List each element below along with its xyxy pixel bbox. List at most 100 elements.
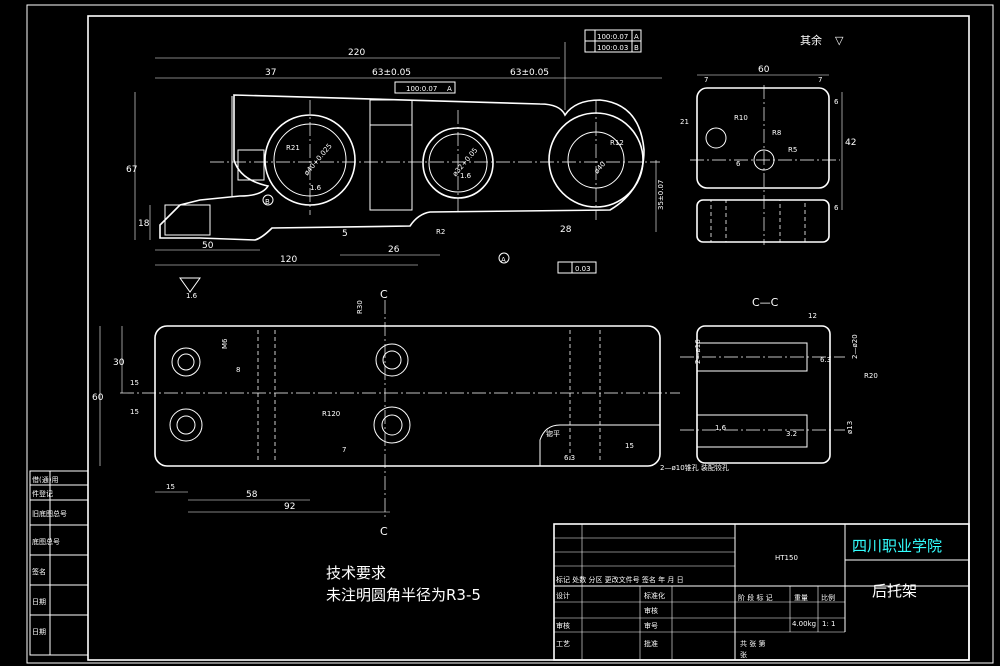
rough-63: 6.3 [564, 454, 575, 462]
dim-12: 12 [808, 312, 817, 320]
dim-15c: 15 [166, 483, 175, 491]
dim-37: 37 [265, 68, 276, 78]
dim-dia40b: ø40 [593, 160, 608, 175]
left-label-2: 旧底图总号 [32, 509, 67, 518]
header-row: 标记 处数 分区 更改文件号 签名 年 月 日 [556, 575, 684, 584]
side-bottom [696, 199, 830, 243]
tb-process: 工艺 [556, 640, 570, 648]
rough-2: 1.6 [460, 172, 472, 180]
dim-42: 42 [845, 138, 856, 148]
left-label-5: 日期 [32, 598, 46, 606]
inner-border [87, 15, 970, 661]
dim-58: 58 [246, 490, 258, 500]
sec-rough-32: 3.2 [786, 430, 797, 438]
dim-28: 28 [560, 225, 572, 235]
tech-line1: 未注明圆角半径为R3-5 [326, 586, 481, 604]
top-view: C C R30 M6 60 30 15 15 15 58 92 7 8 R120… [92, 288, 680, 538]
dim-67: 67 [126, 165, 137, 175]
top-hole-2 [169, 408, 203, 442]
dim-r2: R2 [436, 228, 445, 236]
title-block-frame [553, 523, 970, 661]
dim-63b: 63±0.05 [510, 68, 549, 78]
top-hole-3-inner [382, 350, 402, 370]
rough-3: 1.6 [186, 292, 198, 300]
tol-upper-a-ref: A [634, 33, 639, 41]
top-hole-1-inner [177, 353, 195, 371]
flatness-value: 0.03 [575, 265, 591, 273]
tol-upper-b-ref: B [634, 44, 639, 52]
top-outline [154, 325, 661, 467]
side-view: 60 7 7 21 42 6 6 R10 R8 R5 6 [680, 65, 856, 245]
top-step [539, 424, 660, 466]
tb-scale: 比例 [821, 593, 835, 602]
dim-6b: 6 [834, 204, 839, 212]
datum-b-marker [262, 194, 274, 206]
school-name: 四川职业学院 [852, 537, 942, 555]
left-label-0: 借(通)用 [32, 475, 58, 484]
dim-7a: 7 [704, 76, 708, 84]
sec-rough-63: 6.3 [820, 356, 831, 364]
datum-a-marker [498, 252, 510, 264]
dim-7: 7 [342, 446, 346, 454]
section-body [696, 325, 831, 464]
tb-approve: 批准 [644, 639, 658, 648]
tb-check: 审核 [556, 621, 570, 630]
body-outline [159, 94, 645, 241]
section-view: C—C 12 2—ø16 2—ø20 ø13 R20 6.3 1.6 3.2 2… [660, 296, 878, 472]
tb-standardize: 标准化 [644, 591, 665, 600]
tolerance-frames: 100:0.07 A 100:0.03 B 100:0.07 A [394, 29, 642, 110]
side-outline [696, 87, 830, 189]
dim-r8: R8 [772, 129, 781, 137]
surface-finish-icon: ▽ [835, 34, 844, 47]
top-hole-2-inner [176, 415, 196, 435]
datum-a: A [501, 256, 506, 264]
side-hole-1 [705, 127, 727, 149]
dim-7b: 7 [818, 76, 822, 84]
section-bore-lower [696, 414, 808, 448]
dim-r5: R5 [788, 146, 797, 154]
tol-upper-a: 100:0.07 [597, 33, 628, 41]
left-slot [237, 149, 265, 181]
dim-r30: R30 [356, 300, 364, 314]
left-label-1: 件登记 [32, 489, 53, 498]
sec-rough-16: 1.6 [715, 424, 727, 432]
dim-60-top: 60 [92, 393, 104, 403]
dim-r12: R12 [610, 139, 624, 147]
dim-m6: M6 [221, 338, 229, 349]
tb-design: 设计 [556, 591, 570, 600]
left-label-6: 日期 [32, 628, 46, 636]
dim-6a: 6 [834, 98, 839, 106]
rough-symbol [179, 277, 201, 293]
left-panel: 借(通)用 件登记 旧底图总号 底图总号 签名 日期 日期 [29, 470, 89, 656]
dim-r120: R120 [322, 410, 340, 418]
flatness-frame [557, 261, 597, 274]
section-mark-bottom: C [380, 525, 388, 538]
top-hole-4 [373, 406, 411, 444]
tol-mid: 100:0.07 [406, 85, 437, 93]
dim-r20: R20 [864, 372, 878, 380]
tb-r1: 审核 [644, 606, 658, 615]
dim-15b: 15 [130, 408, 139, 416]
datum-b: B [265, 198, 270, 206]
dim-21: 21 [680, 118, 689, 126]
tb-stage: 阶 段 标 记 [738, 593, 773, 602]
section-title: C—C [752, 296, 779, 309]
dim-6c: 6 [736, 160, 741, 168]
top-hole-3 [375, 343, 409, 377]
material: HT150 [775, 554, 798, 562]
dim-50: 50 [202, 241, 214, 251]
dim-r21: R21 [286, 144, 300, 152]
dim-8: 8 [236, 366, 240, 374]
other-surface-note: 其余 [800, 33, 822, 47]
outer-border [26, 4, 994, 664]
dim-26: 26 [388, 245, 400, 255]
title-block: 四川职业学院 后托架 HT150 标记 处数 分区 更改文件号 签名 年 月 日… [553, 523, 970, 661]
dim-63a: 63±0.05 [372, 68, 411, 78]
center-boss [369, 99, 413, 211]
part-name: 后托架 [872, 582, 917, 600]
dim-2-dia20: 2—ø20 [851, 334, 859, 359]
side-hidden-2 [779, 199, 806, 243]
dim-35: 35±0.07 [657, 180, 665, 210]
dim-15d: 15 [625, 442, 634, 450]
